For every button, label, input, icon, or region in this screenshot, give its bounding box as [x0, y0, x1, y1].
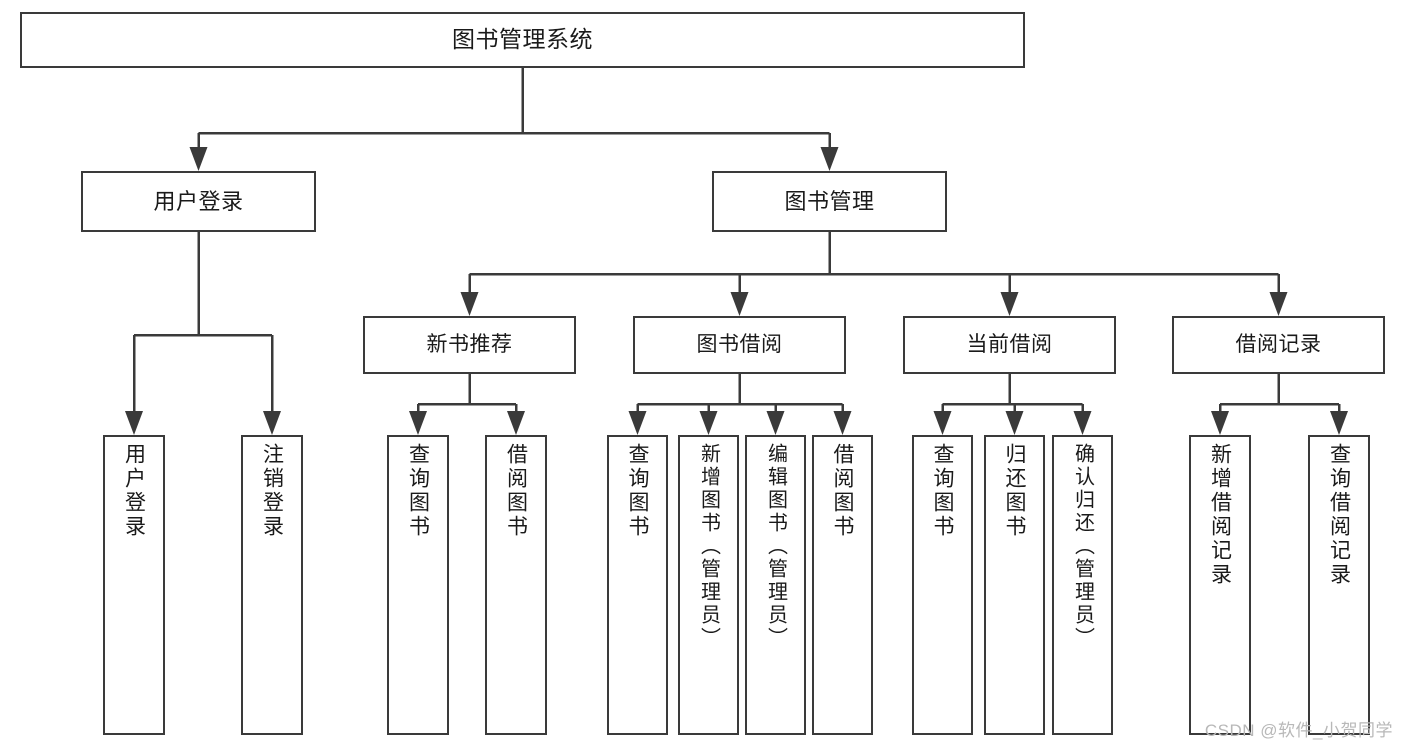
node-new-book-recommend[interactable]: 新书推荐	[363, 316, 576, 374]
node-label-leaf-query-book-borrow: 查询图书	[626, 443, 649, 539]
node-leaf-edit-book-admin[interactable]: 编辑图书（管理员）	[745, 435, 806, 735]
node-leaf-borrow-book-recommend[interactable]: 借阅图书	[485, 435, 547, 735]
node-borrow-record[interactable]: 借阅记录	[1172, 316, 1385, 374]
node-root[interactable]: 图书管理系统	[20, 12, 1025, 68]
node-label-leaf-logout-login: 注销登录	[260, 443, 284, 539]
node-leaf-add-book-admin[interactable]: 新增图书（管理员）	[678, 435, 739, 735]
node-label-leaf-confirm-return-admin: 确认归还（管理员）	[1071, 443, 1094, 650]
node-label-leaf-edit-book-admin: 编辑图书（管理员）	[764, 443, 787, 650]
node-book-borrow[interactable]: 图书借阅	[633, 316, 846, 374]
node-user-login[interactable]: 用户登录	[81, 171, 316, 232]
node-label-leaf-add-book-admin: 新增图书（管理员）	[697, 443, 720, 650]
node-label-leaf-user-login: 用户登录	[122, 443, 146, 539]
node-leaf-query-book-borrow[interactable]: 查询图书	[607, 435, 668, 735]
node-leaf-query-book-recommend[interactable]: 查询图书	[387, 435, 449, 735]
node-label-leaf-return-book: 归还图书	[1003, 443, 1026, 539]
node-book-management[interactable]: 图书管理	[712, 171, 947, 232]
node-label-new-book-recommend: 新书推荐	[426, 332, 513, 356]
node-leaf-user-login[interactable]: 用户登录	[103, 435, 165, 735]
node-label-current-borrow: 当前借阅	[966, 332, 1053, 356]
node-label-leaf-borrow-book: 借阅图书	[831, 443, 854, 539]
node-leaf-confirm-return-admin[interactable]: 确认归还（管理员）	[1052, 435, 1113, 735]
node-label-root: 图书管理系统	[452, 26, 593, 53]
node-label-leaf-add-borrow-record: 新增借阅记录	[1208, 443, 1232, 587]
node-leaf-add-borrow-record[interactable]: 新增借阅记录	[1189, 435, 1251, 735]
node-label-book-borrow: 图书借阅	[696, 332, 783, 356]
node-label-leaf-query-borrow-record: 查询借阅记录	[1327, 443, 1351, 587]
node-label-leaf-borrow-book-recommend: 借阅图书	[504, 443, 528, 539]
node-label-leaf-query-book-recommend: 查询图书	[406, 443, 430, 539]
node-leaf-logout-login[interactable]: 注销登录	[241, 435, 303, 735]
node-leaf-return-book[interactable]: 归还图书	[984, 435, 1045, 735]
node-leaf-query-borrow-record[interactable]: 查询借阅记录	[1308, 435, 1370, 735]
node-leaf-borrow-book[interactable]: 借阅图书	[812, 435, 873, 735]
node-current-borrow[interactable]: 当前借阅	[903, 316, 1116, 374]
node-label-book-management: 图书管理	[784, 188, 875, 214]
watermark-text: CSDN @软件_小贺同学	[1204, 721, 1393, 740]
node-leaf-query-book-current[interactable]: 查询图书	[912, 435, 973, 735]
node-label-leaf-query-book-current: 查询图书	[931, 443, 954, 539]
node-label-borrow-record: 借阅记录	[1235, 332, 1322, 356]
node-label-user-login: 用户登录	[153, 188, 244, 214]
